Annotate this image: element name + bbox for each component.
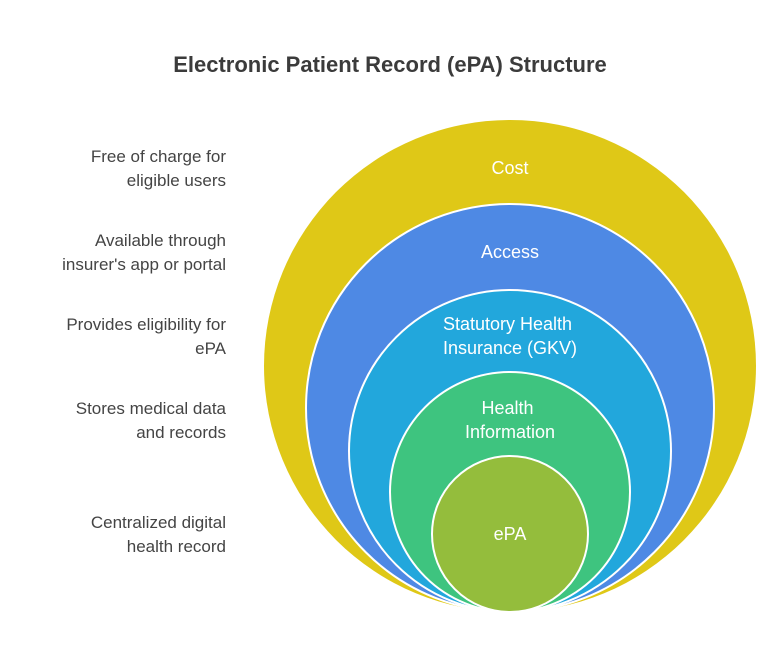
label-cost: Cost: [491, 158, 528, 178]
layer-epa: ePA: [431, 455, 589, 613]
label-epa: ePA: [494, 524, 527, 544]
description-epa: Centralized digital health record: [0, 511, 226, 559]
description-access: Available through insurer's app or porta…: [0, 229, 226, 277]
description-line: Free of charge for: [90, 147, 226, 166]
description-line: ePA: [195, 339, 226, 358]
diagram-title: Electronic Patient Record (ePA) Structur…: [173, 52, 607, 77]
description-line: Available through: [94, 231, 226, 250]
description-line: and records: [136, 423, 226, 442]
circle-epa: [431, 455, 589, 613]
description-line: Centralized digital: [90, 513, 226, 532]
description-line: Stores medical data: [75, 399, 226, 418]
label-access: Access: [481, 242, 539, 262]
description-line: Provides eligibility for: [66, 315, 226, 334]
label-health-information: Health Information: [465, 398, 555, 442]
description-gkv: Provides eligibility for ePA: [0, 313, 226, 361]
description-health-information: Stores medical data and records: [0, 397, 226, 445]
description-line: eligible users: [126, 171, 226, 190]
description-cost: Free of charge for eligible users: [0, 145, 226, 193]
description-line: insurer's app or portal: [62, 255, 226, 274]
label-gkv: Statutory Health Insurance (GKV): [443, 314, 577, 358]
description-line: health record: [126, 537, 226, 556]
